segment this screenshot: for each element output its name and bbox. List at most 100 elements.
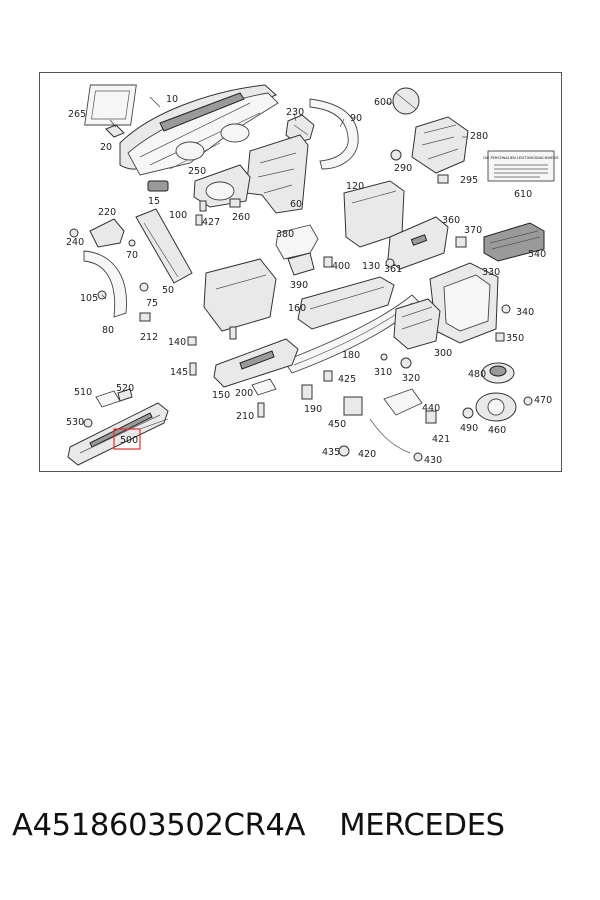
- callout-290: 290: [394, 163, 412, 174]
- callout-190: 190: [304, 404, 322, 415]
- callout-120: 120: [346, 181, 364, 192]
- part-140-clip: [187, 336, 197, 346]
- part-310-screw: [380, 353, 388, 361]
- part-150-lower-trim: [213, 338, 299, 388]
- part-75-clip: [139, 282, 149, 292]
- part-15-clip: [147, 180, 169, 192]
- callout-510: 510: [74, 387, 92, 398]
- callout-230: 230: [286, 107, 304, 118]
- part-160-trim-panel: [297, 276, 395, 330]
- exploded-parts-diagram: DIE PERSONALIEN LEISTUNGSNACHWEISE: [66, 84, 559, 466]
- part-number: A4518603502CR4A: [12, 808, 306, 843]
- callout-10: 10: [166, 94, 178, 105]
- part-370-screw: [455, 236, 467, 248]
- callout-80: 80: [102, 325, 114, 336]
- part-200-bracket: [251, 378, 277, 396]
- part-240-clip: [69, 228, 79, 238]
- part-90-trim-strip: [309, 98, 359, 170]
- part-80-pillar-trim: [83, 250, 127, 318]
- callout-320: 320: [402, 373, 420, 384]
- callout-440: 440: [422, 403, 440, 414]
- callout-470: 470: [534, 395, 552, 406]
- callout-15: 15: [148, 196, 160, 207]
- part-360-glovebox-lid: [387, 216, 449, 270]
- callout-390: 390: [290, 280, 308, 291]
- callout-360: 360: [442, 215, 460, 226]
- callout-212: 212: [140, 332, 158, 343]
- part-361-clip: [385, 258, 395, 268]
- callout-540: 540: [528, 249, 546, 260]
- callout-520: 520: [116, 383, 134, 394]
- part-425-clip: [323, 370, 333, 382]
- callout-600: 600: [374, 97, 392, 108]
- part-250-cluster-housing: [193, 164, 251, 208]
- callout-420: 420: [358, 449, 376, 460]
- part-130-screw: [229, 326, 237, 340]
- part-190-clip: [301, 384, 313, 400]
- callout-427: 427: [202, 217, 220, 228]
- part-421-connector: [425, 410, 437, 424]
- callout-490: 490: [460, 423, 478, 434]
- callout-140: 140: [168, 337, 186, 348]
- part-350-screw: [495, 332, 505, 342]
- part-290-nut: [390, 149, 402, 161]
- callout-160: 160: [288, 303, 306, 314]
- part-20-clip: [105, 124, 125, 138]
- part-220-vent: [89, 218, 125, 248]
- callout-210: 210: [236, 411, 254, 422]
- part-145-screw: [189, 362, 197, 376]
- callout-105: 105: [80, 293, 98, 304]
- callout-330: 330: [482, 267, 500, 278]
- callout-75: 75: [146, 298, 158, 309]
- callout-460: 460: [488, 425, 506, 436]
- part-490-clip: [462, 407, 474, 419]
- callout-300: 300: [434, 348, 452, 359]
- callout-220: 220: [98, 207, 116, 218]
- part-600-cap: [392, 87, 420, 115]
- callout-labels: 10 20 15 60 90 100 105 120 130 140 145 150 160 180 190…: [66, 94, 552, 466]
- callout-150: 150: [212, 390, 230, 401]
- part-520-bracket: [117, 388, 133, 402]
- callout-425: 425: [338, 374, 356, 385]
- label-sheet-text: DIE PERSONALIEN LEISTUNGSNACHWEISE: [483, 156, 559, 160]
- callout-280: 280: [470, 131, 488, 142]
- part-212-clip: [139, 312, 151, 322]
- callout-180: 180: [342, 350, 360, 361]
- callout-380: 380: [276, 229, 294, 240]
- callout-421: 421: [432, 434, 450, 445]
- part-210-screw: [257, 402, 265, 418]
- callout-310: 310: [374, 367, 392, 378]
- part-610-label: DIE PERSONALIEN LEISTUNGSNACHWEISE: [483, 150, 559, 182]
- callout-145: 145: [170, 367, 188, 378]
- callout-70: 70: [126, 250, 138, 261]
- part-330-glovebox: [429, 262, 499, 344]
- callout-500: 500: [120, 435, 138, 446]
- part-230-vent: [285, 114, 315, 144]
- part-265-frame: [84, 84, 137, 126]
- callout-530: 530: [66, 417, 84, 428]
- part-450-module: [343, 396, 363, 416]
- callout-265: 265: [68, 109, 86, 120]
- part-420-cable: [369, 418, 411, 454]
- callout-610: 610: [514, 189, 532, 200]
- part-480-speaker: [481, 362, 515, 384]
- part-440-bracket: [383, 388, 423, 416]
- part-530-clip: [83, 418, 93, 428]
- callout-340: 340: [516, 307, 534, 318]
- callout-130: 130: [362, 261, 380, 272]
- callout-90: 90: [350, 113, 362, 124]
- callout-361: 361: [384, 264, 402, 275]
- part-435-clip: [338, 445, 350, 457]
- part-100-screw: [195, 214, 203, 226]
- callout-200: 200: [235, 388, 253, 399]
- callout-250: 250: [188, 166, 206, 177]
- callout-240: 240: [66, 237, 84, 248]
- callout-350: 350: [506, 333, 524, 344]
- part-10-dashboard-carrier: [119, 84, 279, 176]
- part-400-clip: [323, 256, 333, 268]
- part-500-trim-panel: [67, 402, 169, 466]
- callout-100: 100: [169, 210, 187, 221]
- callout-20: 20: [100, 142, 112, 153]
- callout-60: 60: [290, 199, 302, 210]
